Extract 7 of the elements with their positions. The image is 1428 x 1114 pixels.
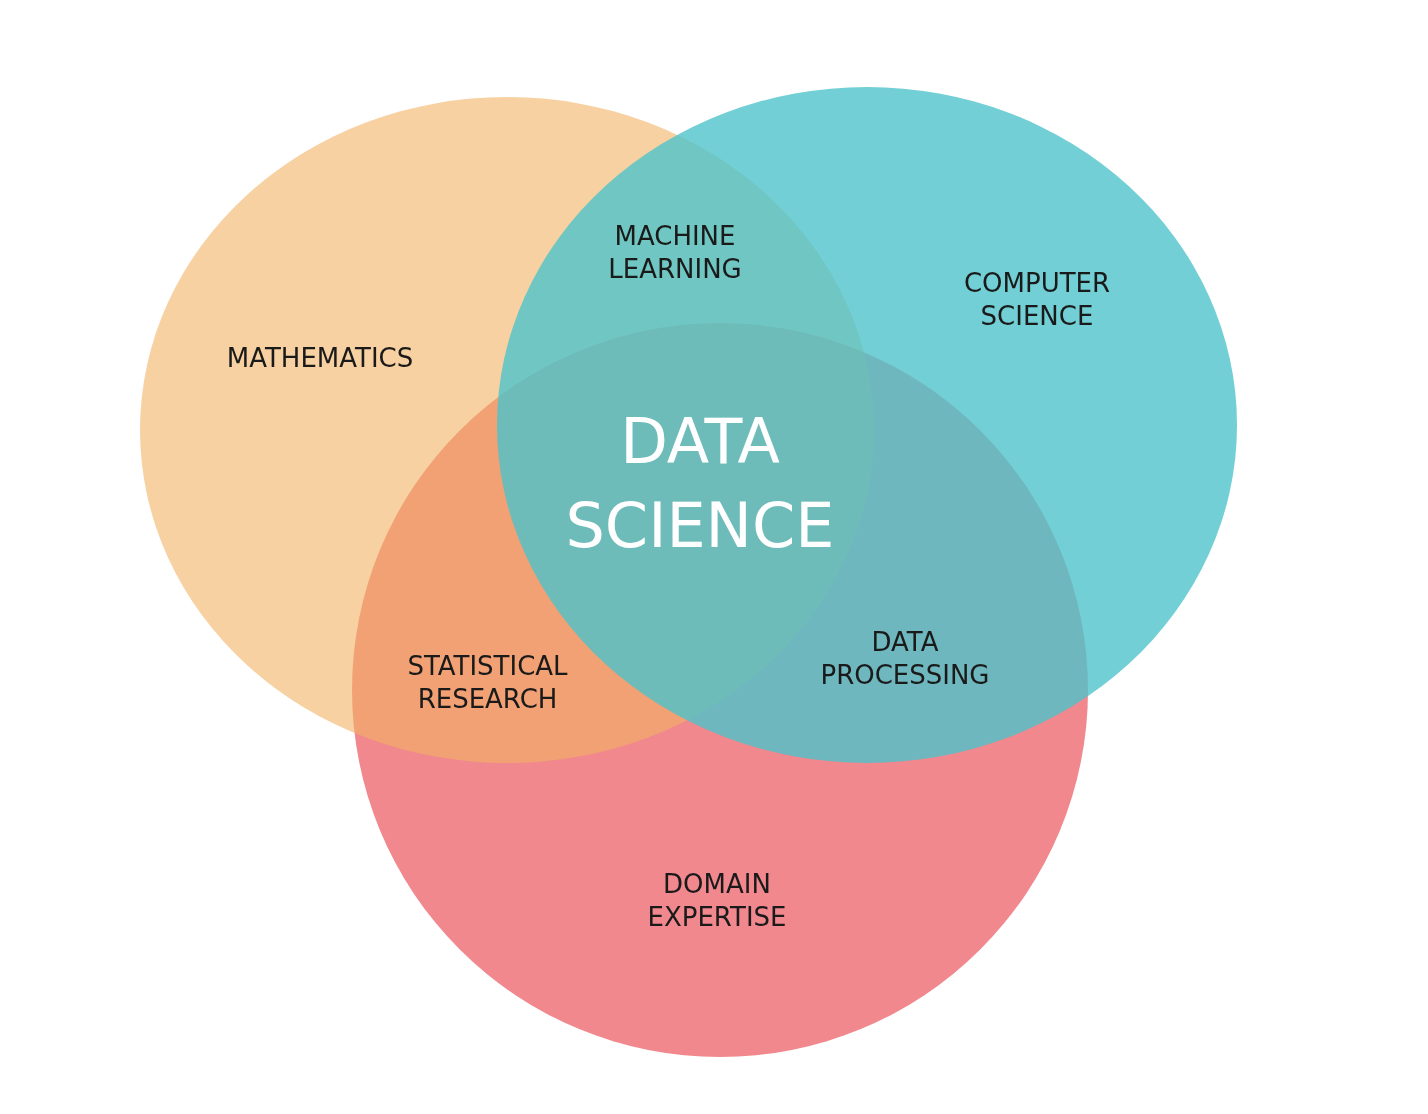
center-title: DATA SCIENCE	[564, 404, 836, 564]
overlap-label: DATA PROCESSING	[819, 626, 991, 692]
overlap-label: MACHINE LEARNING	[607, 220, 743, 286]
circle-label: DOMAIN EXPERTISE	[646, 868, 788, 934]
circle-label: MATHEMATICS	[225, 342, 415, 375]
overlap-label: STATISTICAL RESEARCH	[406, 650, 569, 716]
circle-label: COMPUTER SCIENCE	[962, 267, 1112, 333]
